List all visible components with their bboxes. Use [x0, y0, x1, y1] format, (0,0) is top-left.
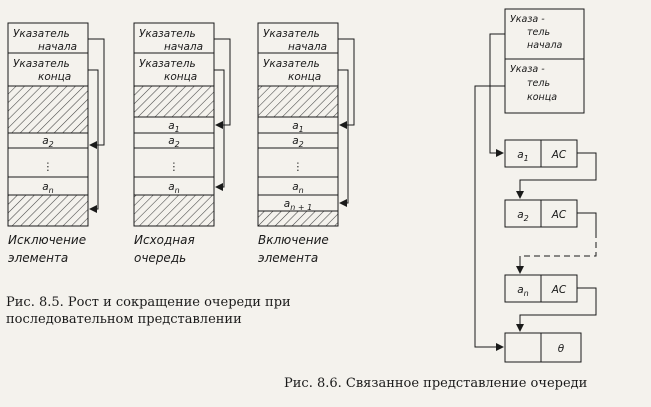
node-n [504, 274, 578, 303]
free-space-bottom [7, 194, 89, 227]
ptr-end-box [257, 52, 339, 87]
element-a2-label: a2 [292, 135, 304, 149]
element-an-label: an [42, 181, 54, 195]
free-space-bottom [133, 194, 215, 227]
node-2 [504, 199, 578, 228]
ptr-start-label-line-2: начала [288, 41, 327, 53]
ellipsis-label: ⋮ [169, 161, 180, 173]
start-pointer-arrow [338, 38, 355, 129]
element-an-label: an [168, 181, 180, 195]
free-space-top [133, 85, 215, 118]
ptr-end-label-line-2: конца [38, 71, 71, 83]
start-pointer-arrow [88, 38, 105, 149]
ptr-end-label-line-2: конца [164, 71, 197, 83]
node-link-label: AC [551, 149, 567, 161]
element-an-label: an [292, 181, 304, 195]
ptr-start-label-line-1: Указатель [263, 28, 320, 40]
ptr-end-label-line-2: конца [288, 71, 321, 83]
link-n-last [516, 287, 597, 332]
panel-initial [133, 22, 231, 227]
element-dots [7, 147, 89, 178]
panel-caption-line-2: очередь [134, 251, 186, 265]
end-pointer-arrow [338, 69, 349, 207]
panel-inclusion [257, 22, 355, 227]
figure-8-5-caption-line-1: Рис. 8.5. Рост и сокращение очереди при [6, 295, 291, 310]
linked-start-arrow [489, 33, 505, 157]
linked-ptr-start-line-1: Указа - [510, 14, 545, 25]
ptr-start-label-line-2: начала [164, 41, 203, 53]
element-a1-label: a1 [292, 120, 304, 134]
linked-ptr-end-line-3: конца [527, 92, 557, 103]
linked-queue [474, 8, 597, 363]
ptr-start-label-line-2: начала [38, 41, 77, 53]
free-space-bottom [257, 210, 339, 227]
link-1-2 [516, 152, 597, 199]
node-link-label: AC [551, 284, 567, 296]
panel-caption-line-1: Исключение [8, 233, 86, 247]
end-pointer-arrow [88, 69, 99, 213]
linked-ptr-end-box [504, 58, 585, 114]
end-pointer-arrow [214, 69, 225, 191]
link-2-n-dashed [520, 232, 597, 257]
element-a1-label: a1 [168, 120, 180, 134]
panel-caption-line-1: Включение [258, 233, 329, 247]
ptr-start-box [7, 22, 89, 54]
panel-caption-line-2: элемента [258, 251, 318, 265]
panel-caption-line-1: Исходная [134, 233, 195, 247]
node-value-label: an [517, 284, 529, 298]
figure-8-5-caption: Рис. 8.5. Рост и сокращение очереди при … [6, 294, 291, 328]
figure-8-5-caption-line-2: последовательном представлении [6, 312, 242, 327]
free-space-top [7, 85, 89, 134]
ptr-start-label-line-1: Указатель [139, 28, 196, 40]
linked-end-arrow [474, 85, 505, 351]
ptr-end-label-line-1: Указатель [139, 58, 196, 70]
link-2-n-a [577, 212, 597, 232]
start-pointer-arrow [214, 38, 231, 129]
element-a2-label: a2 [168, 135, 180, 149]
linked-ptr-start-line-3: начала [527, 40, 563, 51]
ptr-end-box [7, 52, 89, 87]
linked-ptr-start-line-2: тель [527, 27, 550, 38]
node-link-label: AC [551, 209, 567, 221]
ptr-end-label-line-1: Указатель [263, 58, 320, 70]
element-a2-label: a2 [42, 135, 54, 149]
ptr-end-box [133, 52, 215, 87]
ptr-end-label-line-1: Указатель [13, 58, 70, 70]
ptr-start-box [133, 22, 215, 54]
linked-ptr-end-line-2: тель [527, 78, 550, 89]
ellipsis-label: ⋮ [293, 161, 304, 173]
node-value-label: a2 [517, 209, 529, 223]
node-last [504, 332, 582, 363]
figure-8-6-caption: Рис. 8.6. Связанное представление очеред… [284, 376, 588, 391]
panel-exclusion [7, 22, 105, 227]
node-link-label: θ [558, 343, 565, 355]
ellipsis-label: ⋮ [43, 161, 54, 173]
panel-caption-line-2: элемента [8, 251, 68, 265]
node-1 [504, 139, 578, 168]
ptr-start-label-line-1: Указатель [13, 28, 70, 40]
free-space-top [257, 85, 339, 118]
node-value-label: a1 [517, 149, 529, 163]
linked-ptr-end-line-1: Указа - [510, 64, 545, 75]
